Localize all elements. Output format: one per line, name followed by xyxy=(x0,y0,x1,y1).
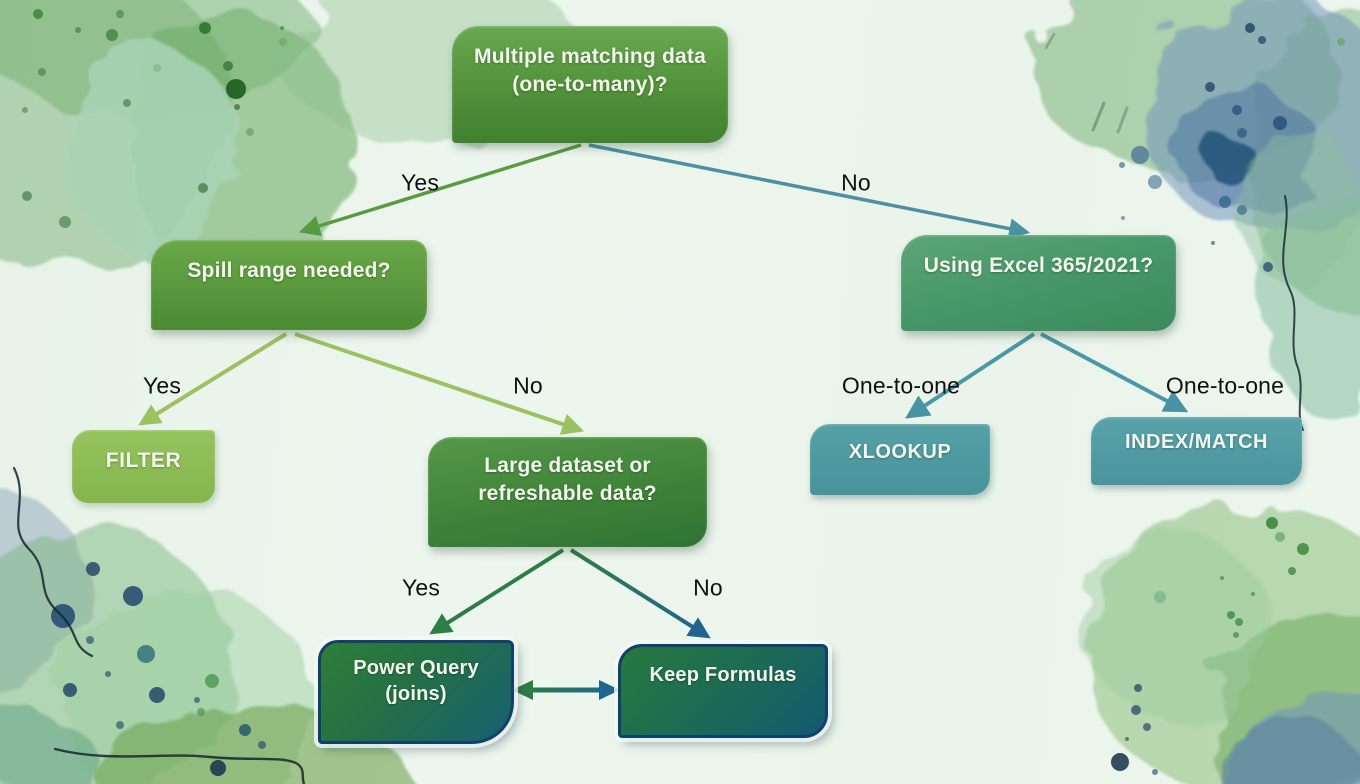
ink-crack-lines xyxy=(12,32,1304,784)
node-line: Large dataset or xyxy=(484,454,651,477)
node-multiple-matching-data: Multiple matching data (one-to-many)? xyxy=(452,26,728,143)
node-line: Multiple matching data xyxy=(474,45,706,68)
node-large-dataset-or-refreshable: Large dataset or refreshable data? xyxy=(428,437,707,547)
node-spill-range-needed: Spill range needed? xyxy=(151,240,427,330)
edge-label-large-yes: Yes xyxy=(401,574,441,601)
node-xlookup: XLOOKUP xyxy=(810,424,990,495)
node-line: Power Query xyxy=(353,657,479,679)
edge-powerquery-keepformulas xyxy=(512,680,620,700)
node-line: Keep Formulas xyxy=(649,664,797,686)
node-using-excel-365-2021: Using Excel 365/2021? xyxy=(901,235,1176,331)
edge-label-spill-no: No xyxy=(513,372,543,399)
edge-large-no xyxy=(569,548,711,639)
edge-label-root-yes: Yes xyxy=(400,169,440,196)
node-line: (one-to-many)? xyxy=(512,72,668,96)
node-filter: FILTER xyxy=(72,430,215,503)
node-line: XLOOKUP xyxy=(848,441,952,463)
node-index-match: INDEX/MATCH xyxy=(1091,417,1302,485)
edge-label-one-to-one-right: One-to-one xyxy=(1165,372,1285,399)
node-line: Spill range needed? xyxy=(187,259,391,282)
node-keep-formulas: Keep Formulas xyxy=(618,644,828,738)
edge-root-yes xyxy=(298,143,582,237)
edge-excel-left xyxy=(904,332,1036,419)
edge-excel-right xyxy=(1040,332,1189,413)
edge-root-no xyxy=(588,143,1031,240)
node-line: FILTER xyxy=(105,449,182,472)
edge-large-yes xyxy=(429,548,565,635)
node-line: Using Excel 365/2021? xyxy=(923,254,1154,277)
edge-spill-no xyxy=(294,332,585,435)
edge-label-one-to-one-left: One-to-one xyxy=(841,372,961,399)
edge-spill-yes xyxy=(138,332,288,426)
edge-label-large-no: No xyxy=(693,574,723,601)
node-power-query-joins: Power Query (joins) xyxy=(318,640,514,744)
edge-label-root-no: No xyxy=(841,169,871,196)
node-line: INDEX/MATCH xyxy=(1125,431,1268,453)
edge-label-spill-yes: Yes xyxy=(142,372,182,399)
node-line: refreshable data? xyxy=(478,481,657,505)
node-line: (joins) xyxy=(385,683,447,706)
